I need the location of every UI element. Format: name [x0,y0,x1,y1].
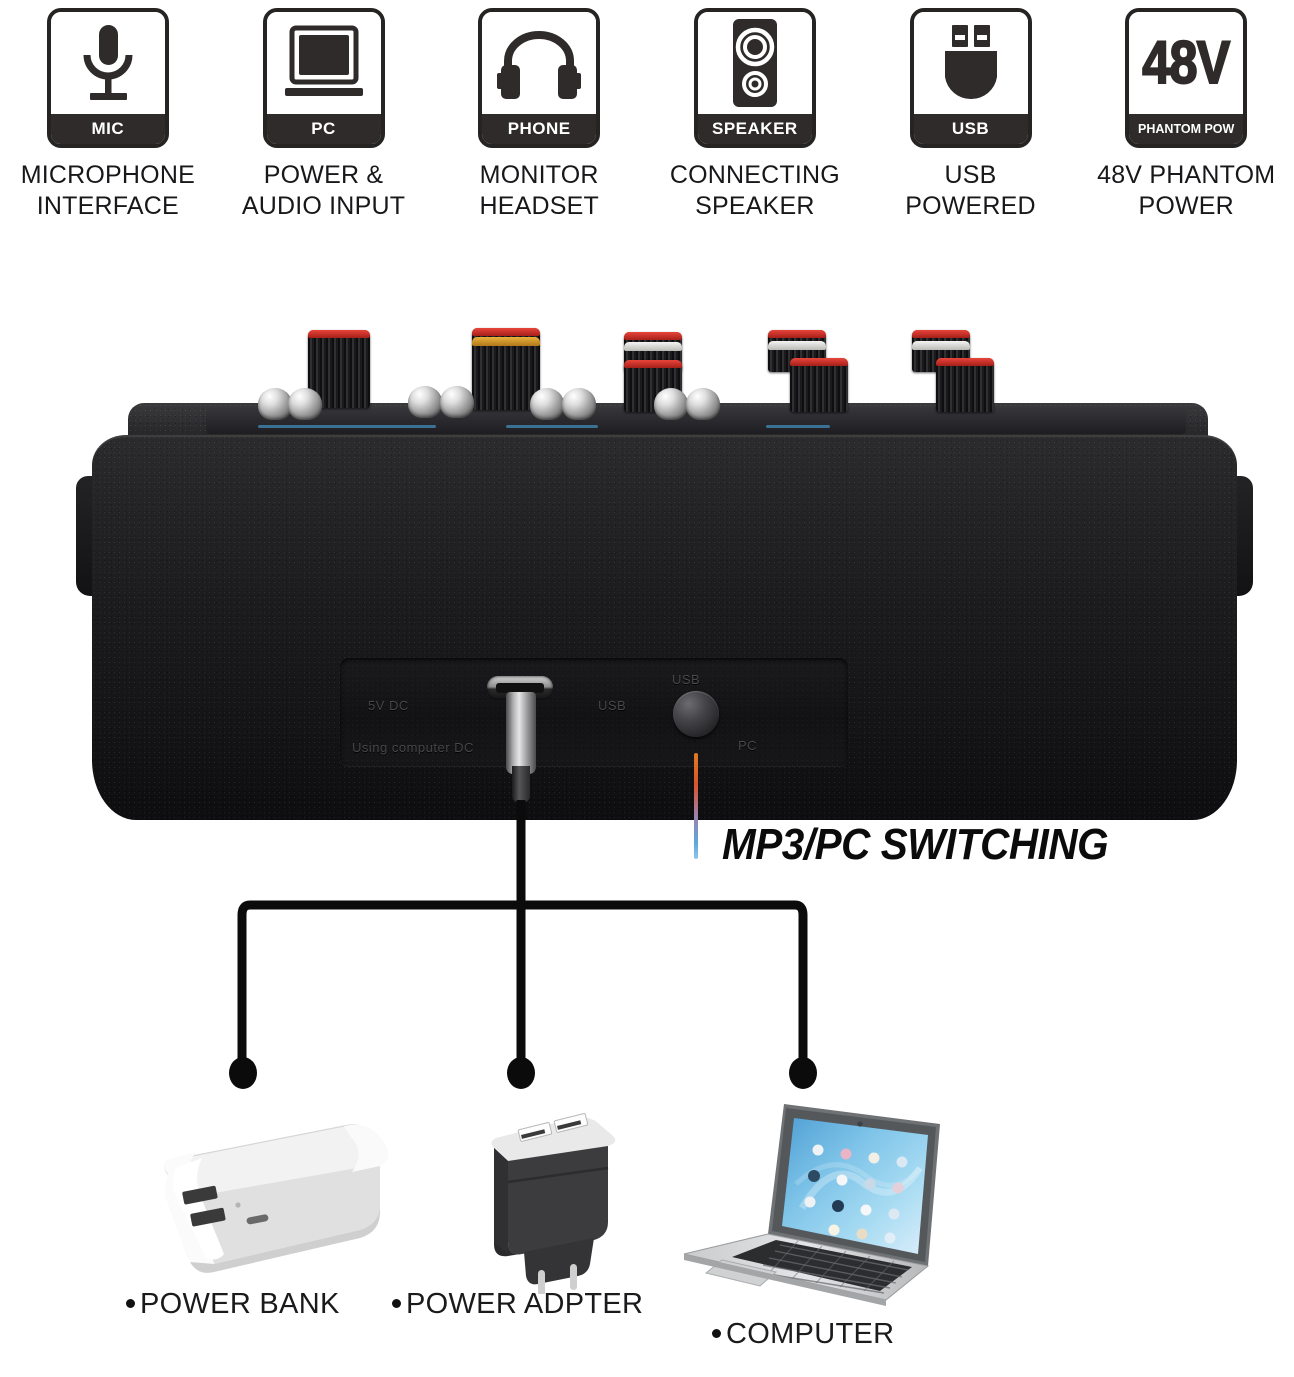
feature-cell-phone: PHONE MONITOR HEADSET [431,0,647,232]
microphone-icon [50,12,165,114]
bullet-icon [126,1299,135,1309]
power-adapter-image [462,1104,642,1296]
badge-pc: PC [262,8,385,148]
computer-image [672,1088,968,1318]
power-bank-label: POWER BANK [140,1288,340,1320]
badge-phantom-label: PHANTOM POW [1129,114,1244,144]
laptop-icon [266,12,381,114]
caption-computer: COMPUTER [712,1318,894,1351]
usb-icon [913,12,1028,114]
jack-2[interactable] [288,388,322,420]
knob-cap-red [308,330,370,338]
feature-icon-strip: MIC MICROPHONE INTERFACE PC POWER & AUDI… [0,0,1294,232]
badge-usb-label: USB [913,114,1028,144]
mp3-pc-pointer-line [694,753,698,859]
knob-cap-amber [472,337,540,346]
knob-cap-red [624,360,682,368]
badge-mic-label: MIC [50,114,165,144]
faceplate-trace-1 [258,425,436,428]
mixer-chassis [92,435,1237,820]
mp3-pc-switching-label: MP3/PC SWITCHING [722,820,1109,869]
knob-cap-red [472,328,540,336]
knob-cap-red [912,330,970,338]
feature-cell-pc: PC POWER & AUDIO INPUT [216,0,432,232]
jack-5[interactable] [530,388,564,420]
jack-3[interactable] [408,386,442,418]
power-adapter-label: POWER ADPTER [406,1288,644,1320]
rear-label-switch-usb: USB [672,672,701,687]
jack-4[interactable] [440,386,474,418]
knob-gain-2[interactable] [472,328,540,410]
caption-power-adapter: POWER ADPTER [392,1288,643,1321]
feature-cell-usb: USB USB POWERED [863,0,1079,232]
knob-cap-white [768,341,826,350]
badge-pc-label: PC [266,114,381,144]
knob-cap-red [936,358,994,366]
caption-power-bank: POWER BANK [126,1288,340,1321]
badge-mic: MIC [46,8,169,148]
power-source-row: POWER BANK POWER ADPTER [0,1080,1294,1377]
faceplate-trace-3 [766,425,830,428]
jack-6[interactable] [562,388,596,420]
rear-panel-texture [340,658,848,766]
rear-label-usb: USB [598,698,627,713]
phantom-voltage-text: 48V [1142,29,1232,96]
speaker-icon [697,12,812,114]
badge-usb: USB [909,8,1032,148]
knob-cap-red [790,358,848,366]
bullet-icon [712,1329,721,1339]
knob-level-b[interactable] [790,358,848,412]
jack-7[interactable] [654,388,688,420]
caption-phantom: 48V PHANTOM POWER [1097,161,1276,220]
rear-label-switch-pc: PC [738,738,758,753]
jack-8[interactable] [686,388,720,420]
branch-computer [790,900,808,1065]
usb-cable-strain-relief [512,766,530,802]
branch-power-bank [237,900,255,1065]
rear-connection-panel [340,658,848,766]
audio-mixer-device: 5V DC Using computer DC USB USB PC [0,300,1294,860]
knob-cap-red [768,330,826,338]
feature-cell-phantom: 48V PHANTOM POW 48V PHANTOM POWER [1078,0,1294,232]
power-bank-image [98,1108,398,1283]
badge-phantom: 48V PHANTOM POW [1125,8,1248,148]
badge-speaker: SPEAKER [693,8,816,148]
bullet-icon [392,1299,401,1309]
knob-cap-white [912,341,970,350]
rear-label-dc-in: 5V DC [368,698,409,713]
feature-cell-microphone: MIC MICROPHONE INTERFACE [0,0,216,232]
badge-phone-label: PHONE [482,114,597,144]
caption-speaker: CONNECTING SPEAKER [669,161,840,220]
rear-label-using: Using computer DC [352,740,474,755]
feature-cell-speaker: SPEAKER CONNECTING SPEAKER [647,0,863,232]
caption-pc: POWER & AUDIO INPUT [241,161,406,220]
caption-microphone: MICROPHONE INTERFACE [20,161,195,220]
caption-phone: MONITOR HEADSET [479,161,599,220]
knob-cap-white [624,342,682,351]
faceplate-trace-2 [506,425,598,428]
badge-phone: PHONE [478,8,601,148]
48v-text-icon: 48V [1129,12,1244,114]
jack-1[interactable] [258,388,292,420]
micro-usb-plug[interactable] [506,692,536,774]
knob-master-b[interactable] [936,358,994,412]
computer-label: COMPUTER [726,1318,895,1350]
headphones-icon [482,12,597,114]
mp3-pc-switch-button[interactable] [673,691,719,737]
caption-usb: USB POWERED [905,161,1036,220]
knob-cap-red [624,332,682,340]
badge-speaker-label: SPEAKER [697,114,812,144]
